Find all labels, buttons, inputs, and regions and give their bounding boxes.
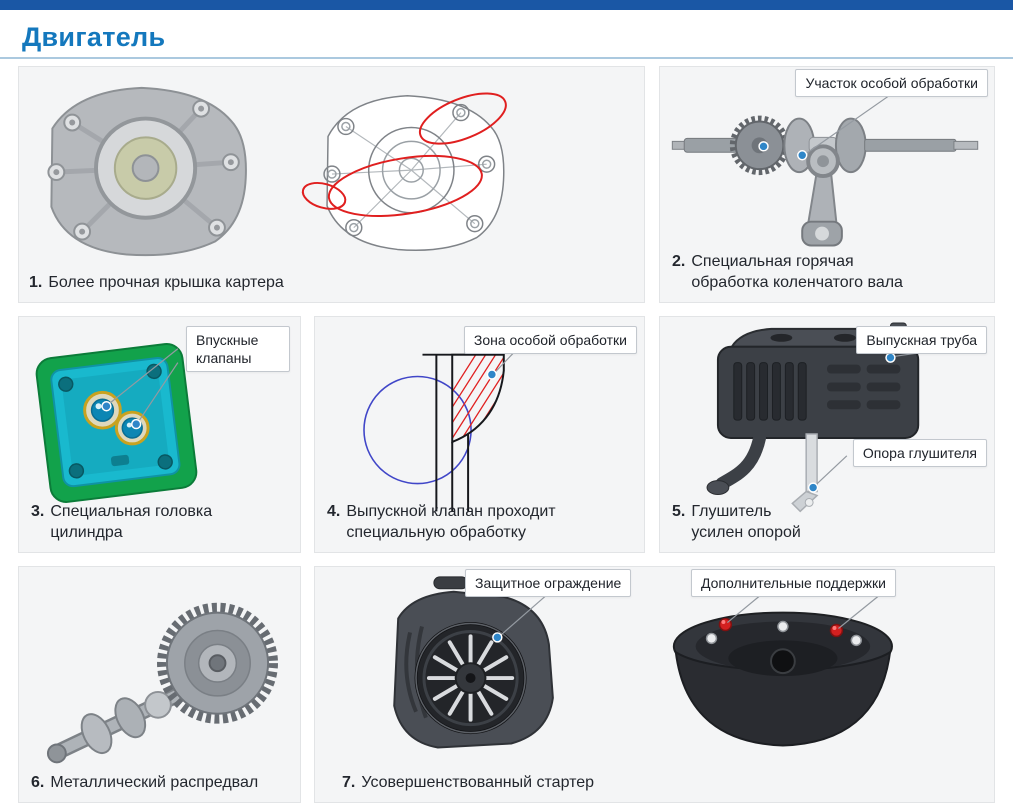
starter-illustration <box>393 576 893 749</box>
top-accent-bar <box>0 0 1013 10</box>
page-title: Двигатель <box>22 22 166 52</box>
callout-muffler-support: Опора глушителя <box>852 439 987 468</box>
callout-leader <box>486 352 515 380</box>
panel-caption: 1. Более прочная крышка картера <box>29 273 284 293</box>
callout-leaders <box>492 594 881 643</box>
panel-number: 6. <box>31 773 45 791</box>
callout-special-treatment-zone: Зона особой обработки <box>463 326 637 355</box>
camshaft-illustration <box>46 602 278 764</box>
panel-exhaust-valve: Зона особой обработки 4. Выпускной клапа… <box>314 316 645 553</box>
valve-section-drawing <box>363 353 505 512</box>
panel-cylinder-head: Впускные клапаны 3. Специальная головка … <box>18 316 301 553</box>
crankshaft-drawing <box>671 115 979 247</box>
callout-leaders <box>807 352 921 493</box>
panel-number: 5. <box>672 503 686 521</box>
crankcase-cover-drawing <box>323 95 505 251</box>
panel-caption: 3. Специальная головка цилиндра <box>31 502 230 543</box>
panel-crankshaft: Участок особой обработки 2. Специальная … <box>659 66 995 303</box>
panel-caption-text: Металлический распредвал <box>50 773 259 791</box>
lower-housing-drawing <box>672 611 893 747</box>
callout-exhaust-pipe: Выпускная труба <box>856 326 987 355</box>
panel-number: 4. <box>327 503 341 521</box>
panel-caption: 4. Выпускной клапан проходит специальную… <box>327 502 576 543</box>
panel-muffler: Выпускная труба Опора глушителя 5. Глуши… <box>659 316 995 553</box>
panel-caption-text: Специальная головка цилиндра <box>50 503 213 541</box>
callout-leaders <box>101 348 179 430</box>
panel-caption: 6. Металлический распредвал <box>31 773 258 793</box>
panel-caption: 7. Усовершенствованный стартер <box>342 773 594 793</box>
crankcase-cover-photo <box>47 86 247 257</box>
panel-number: 3. <box>31 503 45 521</box>
callout-leader <box>758 94 891 161</box>
panel-caption-text: Более прочная крышка картера <box>48 273 284 291</box>
panel-caption: 2. Специальная горячая обработка коленча… <box>672 252 916 293</box>
title-divider <box>0 57 1013 59</box>
panel-caption: 5. Глушитель усилен опорой <box>672 502 809 543</box>
panel-crankcase-cover: 1. Более прочная крышка картера <box>18 66 645 303</box>
red-highlight-ellipses <box>301 92 507 217</box>
callout-intake-valves: Впускные клапаны <box>186 326 290 373</box>
cylinder-head-illustration <box>35 343 198 503</box>
panel-caption-text: Глушитель усилен опорой <box>691 503 801 541</box>
callout-special-treatment-area: Участок особой обработки <box>795 69 988 98</box>
support-bolts <box>718 617 844 638</box>
callout-additional-supports: Дополнительные поддержки <box>691 569 896 598</box>
panel-caption-text: Специальная горячая обработка коленчатог… <box>691 253 903 291</box>
panel-camshaft: 6. Металлический распредвал <box>18 566 301 803</box>
panel-starter: Защитное ограждение Дополнительные подде… <box>314 566 995 803</box>
starter-cover-drawing <box>393 576 554 749</box>
panel-caption-text: Выпускной клапан проходит специальную об… <box>346 503 556 541</box>
exhaust-valve-diagram <box>363 352 515 512</box>
camshaft-drawing <box>46 602 278 764</box>
panel-caption-text: Усовершенствованный стартер <box>361 773 595 791</box>
cylinder-head-drawing <box>35 343 198 503</box>
panel-number: 7. <box>342 773 356 791</box>
crankshaft-illustration <box>671 94 979 247</box>
crankcase-covers-illustration <box>47 86 507 257</box>
panel-number: 1. <box>29 273 43 291</box>
panel-number: 2. <box>672 253 686 271</box>
callout-protective-guard: Защитное ограждение <box>465 569 632 598</box>
